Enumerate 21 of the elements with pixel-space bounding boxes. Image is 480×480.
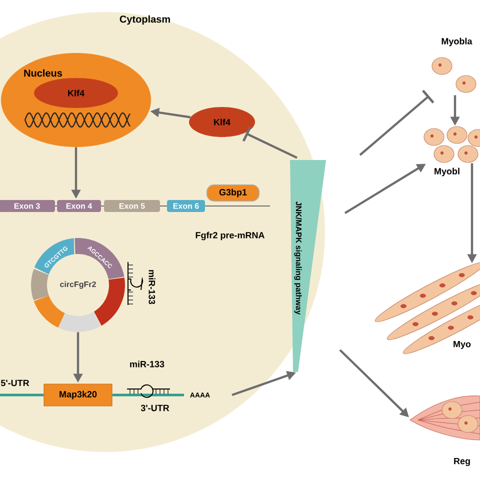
gene-box: Map3k20 bbox=[44, 384, 112, 406]
node-label: circFgFr2 bbox=[60, 281, 96, 289]
myotube-drawing bbox=[374, 262, 480, 354]
label: 3'-UTR bbox=[140, 404, 170, 412]
label: 5'-UTR bbox=[0, 380, 30, 386]
cell-caption: Myobl bbox=[434, 168, 460, 176]
label: miR-133 bbox=[148, 270, 156, 304]
cell-caption: Myo bbox=[454, 340, 471, 350]
pathway-wedge: JNK/MAPK signaling pathway bbox=[290, 160, 326, 372]
myoblast-cells-drawing bbox=[424, 126, 480, 163]
label: Fgfr2 pre-mRNA bbox=[196, 232, 264, 240]
cell-caption: Reg bbox=[454, 458, 470, 466]
exon-box: Exon 4 bbox=[57, 200, 101, 212]
label: miR-133 bbox=[130, 360, 164, 368]
exon-box: Exon 5 bbox=[104, 200, 160, 212]
myoblast-cells-drawing bbox=[432, 57, 476, 93]
protein-box: G3bp1 bbox=[206, 184, 260, 202]
exon-box: Exon 6 bbox=[167, 200, 205, 212]
cell-caption: Myobla bbox=[442, 38, 472, 46]
regenerating-fiber-drawing bbox=[410, 396, 480, 440]
exon-box: Exon 3 bbox=[0, 200, 55, 212]
